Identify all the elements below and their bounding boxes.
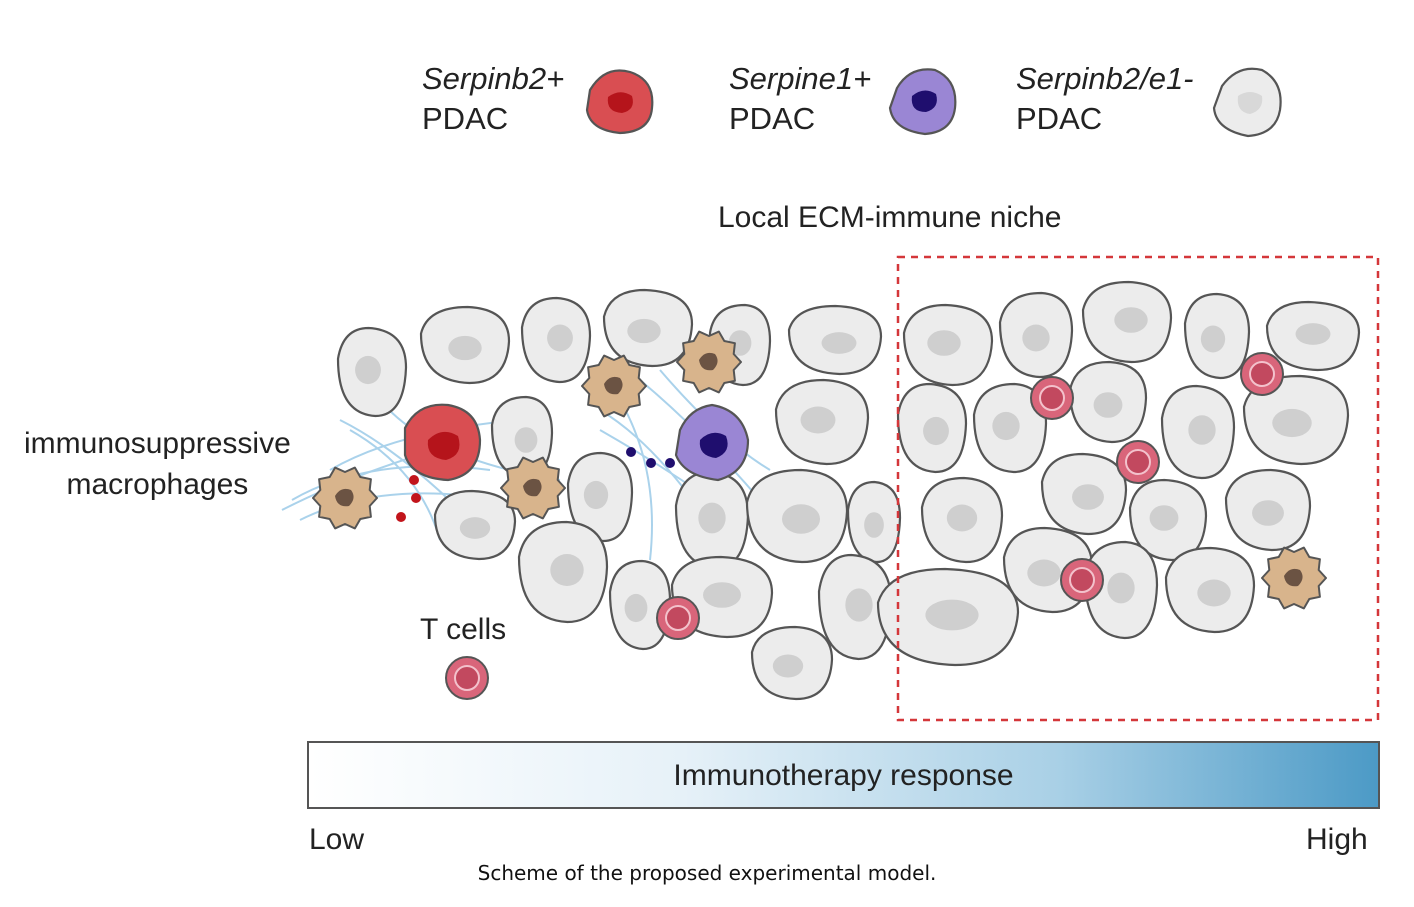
tumor-cell-nucleus xyxy=(448,335,482,361)
t-cell-nucleus xyxy=(454,665,480,691)
response-high-label: High xyxy=(1306,823,1368,856)
tumor-cell-nucleus xyxy=(459,517,491,539)
tumor-cell-nucleus xyxy=(1200,325,1226,353)
legend-negative-type: PDAC xyxy=(1016,101,1103,136)
tumor-cell-nucleus xyxy=(782,504,820,534)
t-cell-nucleus xyxy=(1039,385,1065,411)
tumor-cell-nucleus xyxy=(703,582,741,608)
tumor-cell-nucleus xyxy=(1149,505,1179,531)
tumor-cell-nucleus xyxy=(1107,572,1135,604)
t-cell-nucleus xyxy=(1069,567,1095,593)
t-cell-nucleus xyxy=(1249,361,1275,387)
tumor-cell-nucleus xyxy=(1022,324,1050,352)
t-cells xyxy=(445,352,1284,700)
legend-negative-cell-icon xyxy=(1212,67,1282,138)
tumor-cell-nucleus xyxy=(1188,415,1216,445)
macrophage-nucleus xyxy=(523,478,542,497)
tumor-cell-nucleus xyxy=(1072,484,1104,510)
tumor-cell-nucleus xyxy=(927,330,961,356)
macrophage-label: immunosuppressive macrophages xyxy=(24,427,291,502)
legend-serpinb2-cell-icon xyxy=(585,69,654,135)
macrophage-nucleus xyxy=(335,488,354,507)
tumor-cell-nucleus xyxy=(550,554,584,586)
legend-negative-gene: Serpinb2/e1- xyxy=(1016,61,1194,96)
tumor-cell-nucleus xyxy=(698,502,726,534)
response-low-label: Low xyxy=(309,823,365,856)
macrophage-nucleus xyxy=(699,352,718,371)
tumor-cell-nucleus xyxy=(355,355,381,385)
tumor-cell-nucleus xyxy=(772,654,804,678)
tumor-cell-nucleus xyxy=(627,318,661,344)
immunotherapy-response-bar: Immunotherapy response xyxy=(307,741,1380,809)
tcell-label: T cells xyxy=(420,613,507,646)
tumor-cell-nucleus xyxy=(1114,307,1148,333)
tumor-cells xyxy=(336,280,1361,701)
macrophages xyxy=(312,330,1327,610)
serpine1-pdac-cell xyxy=(674,403,750,482)
tumor-cell-nucleus xyxy=(1027,559,1061,587)
tumor-cell-nucleus xyxy=(821,332,857,354)
legend-serpine1-type: PDAC xyxy=(729,101,816,136)
secreted-factor-dots xyxy=(396,447,675,522)
tumor-cell-nucleus xyxy=(864,512,884,538)
tumor-cell-nucleus xyxy=(845,588,873,622)
macrophage-nucleus xyxy=(604,376,623,395)
tumor-cell-nucleus xyxy=(992,411,1020,441)
serpinb2-pdac-cell xyxy=(403,403,482,482)
t-cell-nucleus xyxy=(665,605,691,631)
tumor-cell-nucleus xyxy=(1295,323,1331,345)
t-cell-nucleus xyxy=(1125,449,1151,475)
legend-serpine1-cell-icon xyxy=(888,68,957,136)
tumor-cell-nucleus xyxy=(514,427,538,453)
tumor-cell-nucleus xyxy=(1197,579,1231,607)
response-bar-label: Immunotherapy response xyxy=(673,759,1014,792)
tumor-cell-nucleus xyxy=(624,593,648,623)
tumor-cell-nucleus xyxy=(923,416,949,446)
tumor-cell-nucleus xyxy=(583,480,609,510)
tumor-cell-nucleus xyxy=(1093,392,1123,418)
niche-border xyxy=(896,255,1380,722)
tumor-cell-nucleus xyxy=(946,504,978,532)
tumor-cell-nucleus xyxy=(1252,500,1284,526)
legend-serpinb2-type: PDAC xyxy=(422,101,509,136)
tumor-cell-nucleus xyxy=(800,406,836,434)
legend-serpinb2-gene: Serpinb2+ xyxy=(422,61,565,96)
tumor-cell-nucleus xyxy=(547,324,573,352)
macrophage-nucleus xyxy=(1284,568,1303,587)
legend-serpine1-gene: Serpine1+ xyxy=(729,61,872,96)
tumor-cell-nucleus xyxy=(925,599,979,631)
tumor-cell-nucleus xyxy=(1272,408,1312,438)
niche-label: Local ECM-immune niche xyxy=(718,201,1062,234)
figure-caption: Scheme of the proposed experimental mode… xyxy=(477,861,937,885)
